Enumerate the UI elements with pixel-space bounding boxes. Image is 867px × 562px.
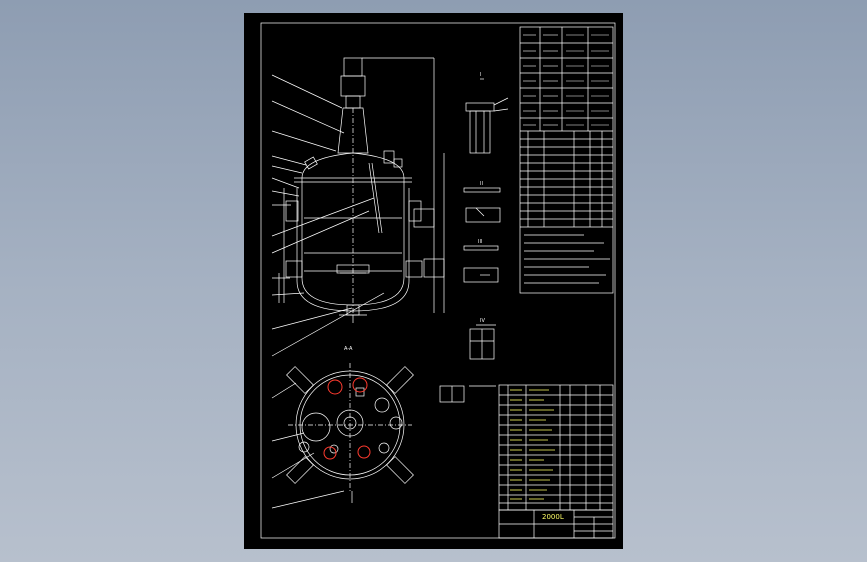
cad-drawing: A-A I II III IV 2000L [260,22,616,539]
top-view-label: A-A [344,346,353,352]
drawing-subtitle: 2000L [542,513,564,521]
detail-views [439,78,509,403]
detail-label-1: I [480,72,481,78]
top-plan-view [271,363,414,509]
detail-label-3: III [478,239,482,245]
parts-list-table [498,384,614,511]
spec-table-text-marks [523,34,609,126]
highlighted-nozzles [323,377,371,460]
inner-border [260,22,616,539]
parts-list-text-marks [510,389,555,500]
title-block [498,509,614,539]
technical-spec-table [519,26,614,294]
drawing-sheet: A-A I II III IV 2000L [244,13,623,549]
detail-label-2: II [480,181,483,187]
detail-label-4: IV [480,318,485,324]
front-elevation-view [271,57,445,357]
